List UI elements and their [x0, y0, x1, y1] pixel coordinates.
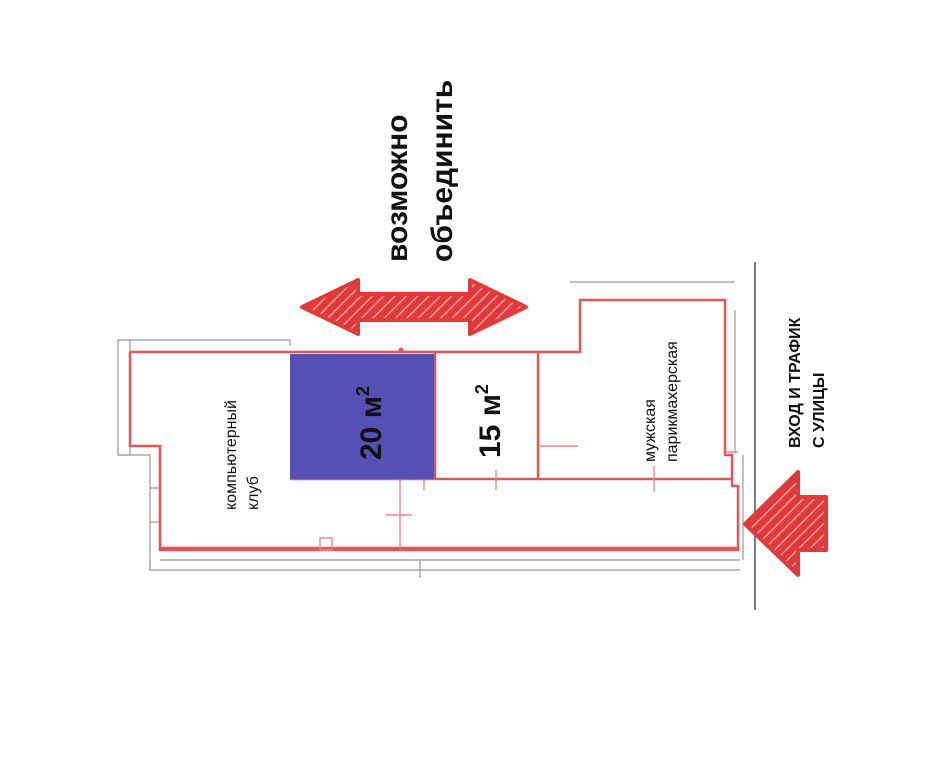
merge-label-line2: объединить	[426, 80, 459, 262]
outer-gray-lines	[117, 281, 744, 578]
room-club-label-line2: клуб	[245, 476, 262, 510]
room-20-superscript: 2	[353, 386, 373, 396]
merge-label-line1: возможно	[381, 114, 414, 262]
entrance-arrow	[743, 470, 828, 577]
walls	[128, 298, 740, 552]
entrance-label-line1: ВХОД И ТРАФИК	[787, 317, 804, 448]
room-club-label-line1: компьютерный	[223, 400, 240, 510]
room-20-number: 20 м	[355, 396, 388, 460]
room-15-number: 15 м	[474, 394, 507, 458]
room-20-label: 20 м2	[353, 386, 388, 460]
room-barber-label-line1: мужская	[642, 399, 659, 462]
room-barber-label-line2: парикмахерская	[664, 341, 681, 462]
room-15-label: 15 м2	[472, 384, 507, 458]
room-20-highlight	[290, 354, 434, 479]
room-15-superscript: 2	[472, 384, 492, 394]
entrance-label-line2: С УЛИЦЫ	[811, 373, 828, 448]
merge-double-arrow	[300, 278, 528, 336]
